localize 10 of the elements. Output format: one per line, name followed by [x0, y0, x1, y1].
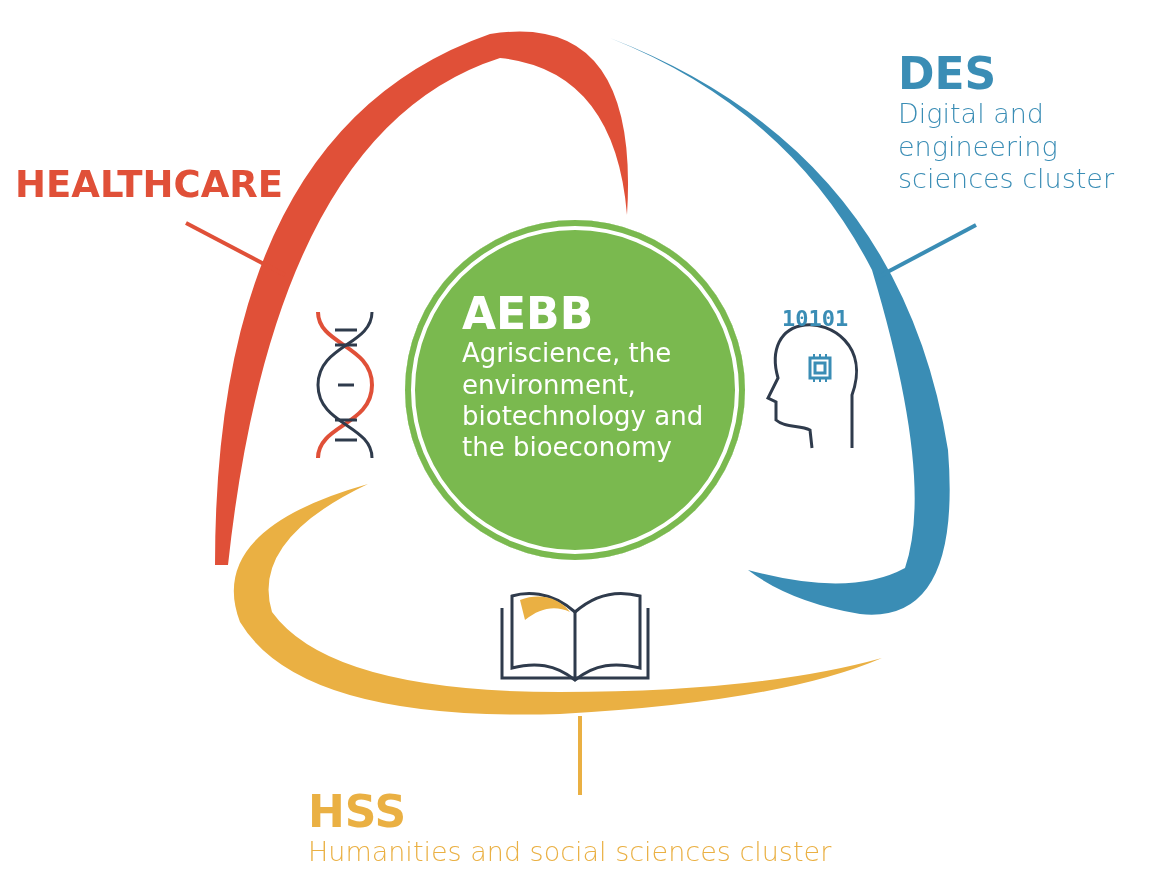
cluster-title: HSS [308, 788, 408, 837]
circle-title: AEBB [462, 290, 595, 339]
cluster-title: DES [898, 50, 998, 99]
binary-label: 10101 [782, 306, 849, 331]
arc-band [233, 484, 882, 715]
leader-line [578, 716, 582, 795]
cluster-title: HEALTHCARE [15, 165, 284, 206]
cluster-description: Humanities and social sciences cluster [308, 836, 833, 869]
circle-description: Agriscience, the environment, biotechnology and the bioeconomy [462, 338, 705, 464]
cluster-description: Digital and engineering sciences cluster [898, 98, 1116, 196]
